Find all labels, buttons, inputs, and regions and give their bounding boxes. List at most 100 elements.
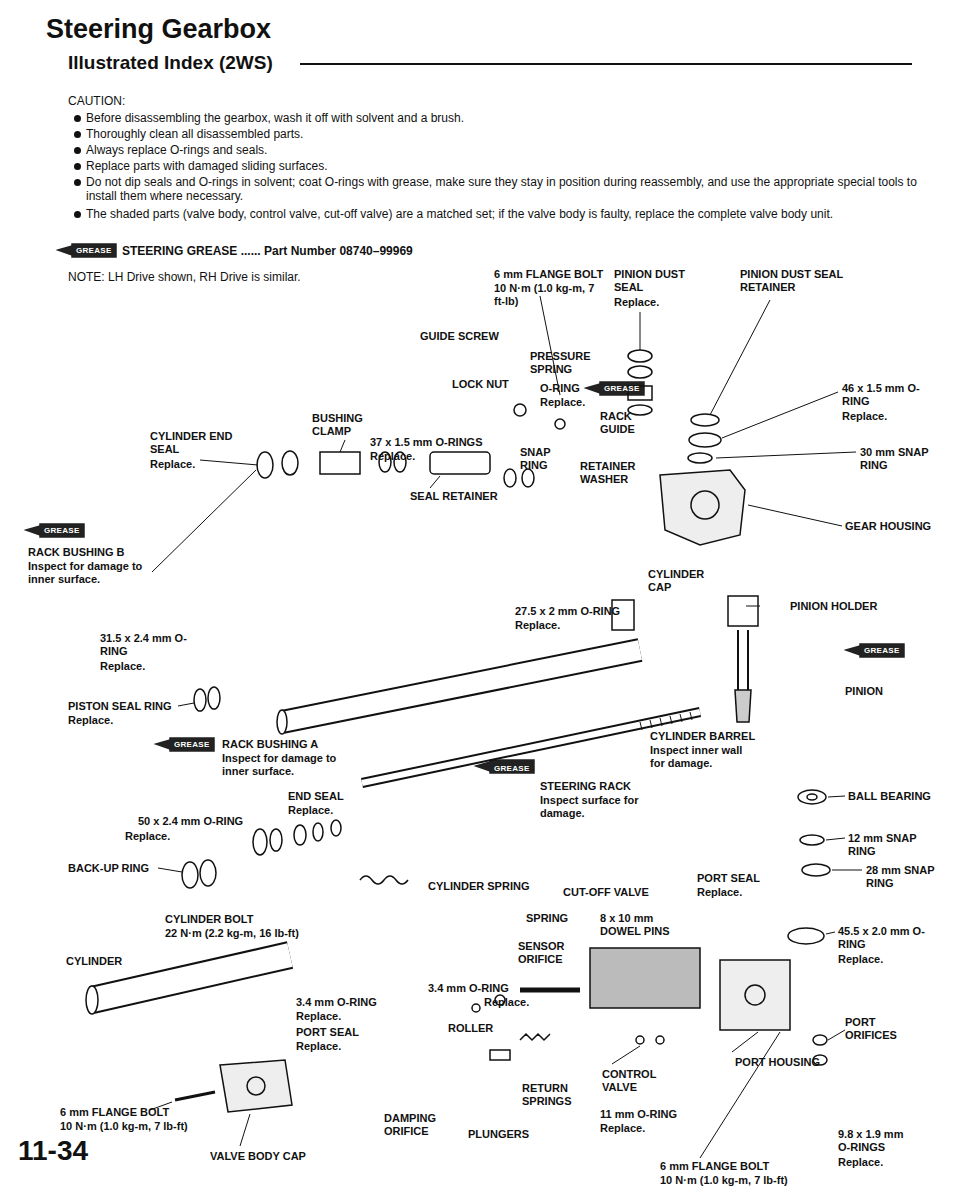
28-mm-snap-ring-label: 28 mm SNAP RING [866,864,941,890]
pinion-dust-seal-retaine-label: PINION DUST SEAL RETAINER [740,268,860,294]
replace-label: Replace. [370,450,415,463]
illustrated-index-2ws-label: Illustrated Index (2WS) [68,52,273,75]
ball-bearing-label: BALL BEARING [848,790,931,803]
10-n-m-1-0-kg-m-7-ft-lb-label: 10 N·m (1.0 kg-m, 7 ft-lb) [494,282,606,308]
inspect-for-damage-to-in-label: Inspect for damage to inner surface. [222,752,352,778]
replace-label: Replace. [484,996,529,1009]
replace-label: Replace. [614,296,659,309]
6-mm-flange-bolt-label: 6 mm FLANGE BOLT [660,1160,769,1173]
note-lh-drive-shown-rh-d-label: NOTE: LH Drive shown, RH Drive is simila… [68,270,301,284]
6-mm-flange-bolt-label: 6 mm FLANGE BOLT [60,1106,169,1119]
rack-guide-label: RACK GUIDE [600,410,645,436]
replace-label: Replace. [288,804,333,817]
10-n-m-1-0-kg-m-7-lb-ft-label: 10 N·m (1.0 kg-m, 7 lb-ft) [660,1174,788,1187]
11-34-label: 11-34 [18,1134,88,1168]
port-housing-label: PORT HOUSING [735,1056,820,1069]
37-x-1-5-mm-o-rings-label: 37 x 1.5 mm O-RINGS [370,436,483,449]
22-n-m-2-2-kg-m-16-lb-ft-label: 22 N·m (2.2 kg-m, 16 lb-ft) [165,927,315,940]
cylinder-label: CYLINDER [66,955,122,968]
sensor-orifice-label: SENSOR ORIFICE [518,940,580,966]
pinion-holder-label: PINION HOLDER [790,600,877,613]
replace-label: Replace. [515,619,560,632]
bushing-clamp-label: BUSHING CLAMP [312,412,382,438]
27-5-x-2-mm-o-ring-label: 27.5 x 2 mm O-RING [515,605,620,618]
back-up-ring-label: BACK-UP RING [68,862,149,875]
control-valve-label: CONTROL VALVE [602,1068,664,1094]
inspect-for-damage-to-in-label: Inspect for damage to inner surface. [28,560,153,586]
8-x-10-mm-dowel-pins-label: 8 x 10 mm DOWEL PINS [600,912,675,938]
grease-icon-text: GREASE [44,526,80,536]
cylinder-cap-label: CYLINDER CAP [648,568,708,594]
piston-seal-ring-label: PISTON SEAL RING [68,700,172,713]
grease-icon-text: GREASE [604,384,640,394]
replace-label: Replace. [68,714,113,727]
damping-orifice-label: DAMPING ORIFICE [384,1112,446,1138]
replace-label: Replace. [150,458,195,471]
3-4-mm-o-ring-label: 3.4 mm O-RING [296,996,377,1009]
valve-body-cap-label: VALVE BODY CAP [210,1150,306,1163]
grease-icon-text: GREASE [864,646,900,656]
grease-icon-text: GREASE [174,740,210,750]
rack-bushing-a-label: RACK BUSHING A [222,738,318,751]
cylinder-spring-label: CYLINDER SPRING [428,880,529,893]
pinion-dust-seal-label: PINION DUST SEAL [614,268,694,294]
thoroughly-clean-all-dis-label: Thoroughly clean all disassembled parts. [86,127,303,141]
spring-label: SPRING [526,912,568,925]
50-x-2-4-mm-o-ring-label: 50 x 2.4 mm O-RING [138,815,243,828]
page-title: Steering Gearbox [46,14,271,45]
cut-off-valve-label: CUT-OFF VALVE [563,886,649,899]
plungers-label: PLUNGERS [468,1128,529,1141]
caution-label: CAUTION: [68,94,125,108]
always-replace-o-rings-a-label: Always replace O-rings and seals. [86,143,267,157]
replace-parts-with-damag-label: Replace parts with damaged sliding surfa… [86,159,327,173]
port-orifices-label: PORT ORIFICES [845,1016,925,1042]
inspect-inner-wall-for-d-label: Inspect inner wall for damage. [650,744,760,770]
11-mm-o-ring-label: 11 mm O-RING [600,1108,677,1121]
grease-icon-text: GREASE [494,764,530,774]
pressure-spring-label: PRESSURE SPRING [530,350,600,376]
replace-label: Replace. [296,1010,341,1023]
replace-label: Replace. [838,953,883,966]
cylinder-end-seal-label: CYLINDER END SEAL [150,430,245,456]
before-disassembling-the-label: Before disassembling the gearbox, wash i… [86,111,464,125]
steering-grease-part-num-label: STEERING GREASE ...... Part Number 08740… [122,244,413,258]
guide-screw-label: GUIDE SCREW [420,330,499,343]
12-mm-snap-ring-label: 12 mm SNAP RING [848,832,923,858]
cylinder-barrel-label: CYLINDER BARREL [650,730,755,743]
10-n-m-1-0-kg-m-7-lb-ft-label: 10 N·m (1.0 kg-m, 7 lb-ft) [60,1120,188,1133]
45-5-x-2-0-mm-o-ring-label: 45.5 x 2.0 mm O-RING [838,925,928,951]
replace-label: Replace. [697,886,742,899]
do-not-dip-seals-and-o-r-label: Do not dip seals and O-rings in solvent;… [86,175,926,204]
port-seal-label: PORT SEAL [296,1026,359,1039]
replace-label: Replace. [600,1122,645,1135]
pinion-label: PINION [845,685,883,698]
replace-label: Replace. [100,660,145,673]
3-4-mm-o-ring-label: 3.4 mm O-RING [428,982,509,995]
replace-label: Replace. [540,396,585,409]
replace-label: Replace. [842,410,887,423]
steering-rack-label: STEERING RACK [540,780,631,793]
roller-label: ROLLER [448,1022,493,1035]
o-ring-label: O-RING [540,382,580,395]
return-springs-label: RETURN SPRINGS [522,1082,584,1108]
31-5-x-2-4-mm-o-ring-label: 31.5 x 2.4 mm O-RING [100,632,195,658]
seal-retainer-label: SEAL RETAINER [410,490,498,503]
replace-label: Replace. [296,1040,341,1053]
snap-ring-label: SNAP RING [520,446,565,472]
rack-bushing-b-label: RACK BUSHING B [28,546,125,559]
cylinder-bolt-label: CYLINDER BOLT [165,913,253,926]
grease-icon-text: GREASE [76,246,112,256]
replace-label: Replace. [838,1156,883,1169]
6-mm-flange-bolt-label: 6 mm FLANGE BOLT [494,268,603,281]
lock-nut-label: LOCK NUT [452,378,509,391]
9-8-x-1-9-mm-o-rings-label: 9.8 x 1.9 mm O-RINGS [838,1128,913,1154]
gear-housing-label: GEAR HOUSING [845,520,931,533]
retainer-washer-label: RETAINER WASHER [580,460,650,486]
the-shaded-parts-valve-b-label: The shaded parts (valve body, control va… [86,207,926,221]
30-mm-snap-ring-label: 30 mm SNAP RING [860,446,945,472]
port-seal-label: PORT SEAL [697,872,760,885]
46-x-1-5-mm-o-ring-label: 46 x 1.5 mm O-RING [842,382,932,408]
replace-label: Replace. [125,830,170,843]
end-seal-label: END SEAL [288,790,344,803]
